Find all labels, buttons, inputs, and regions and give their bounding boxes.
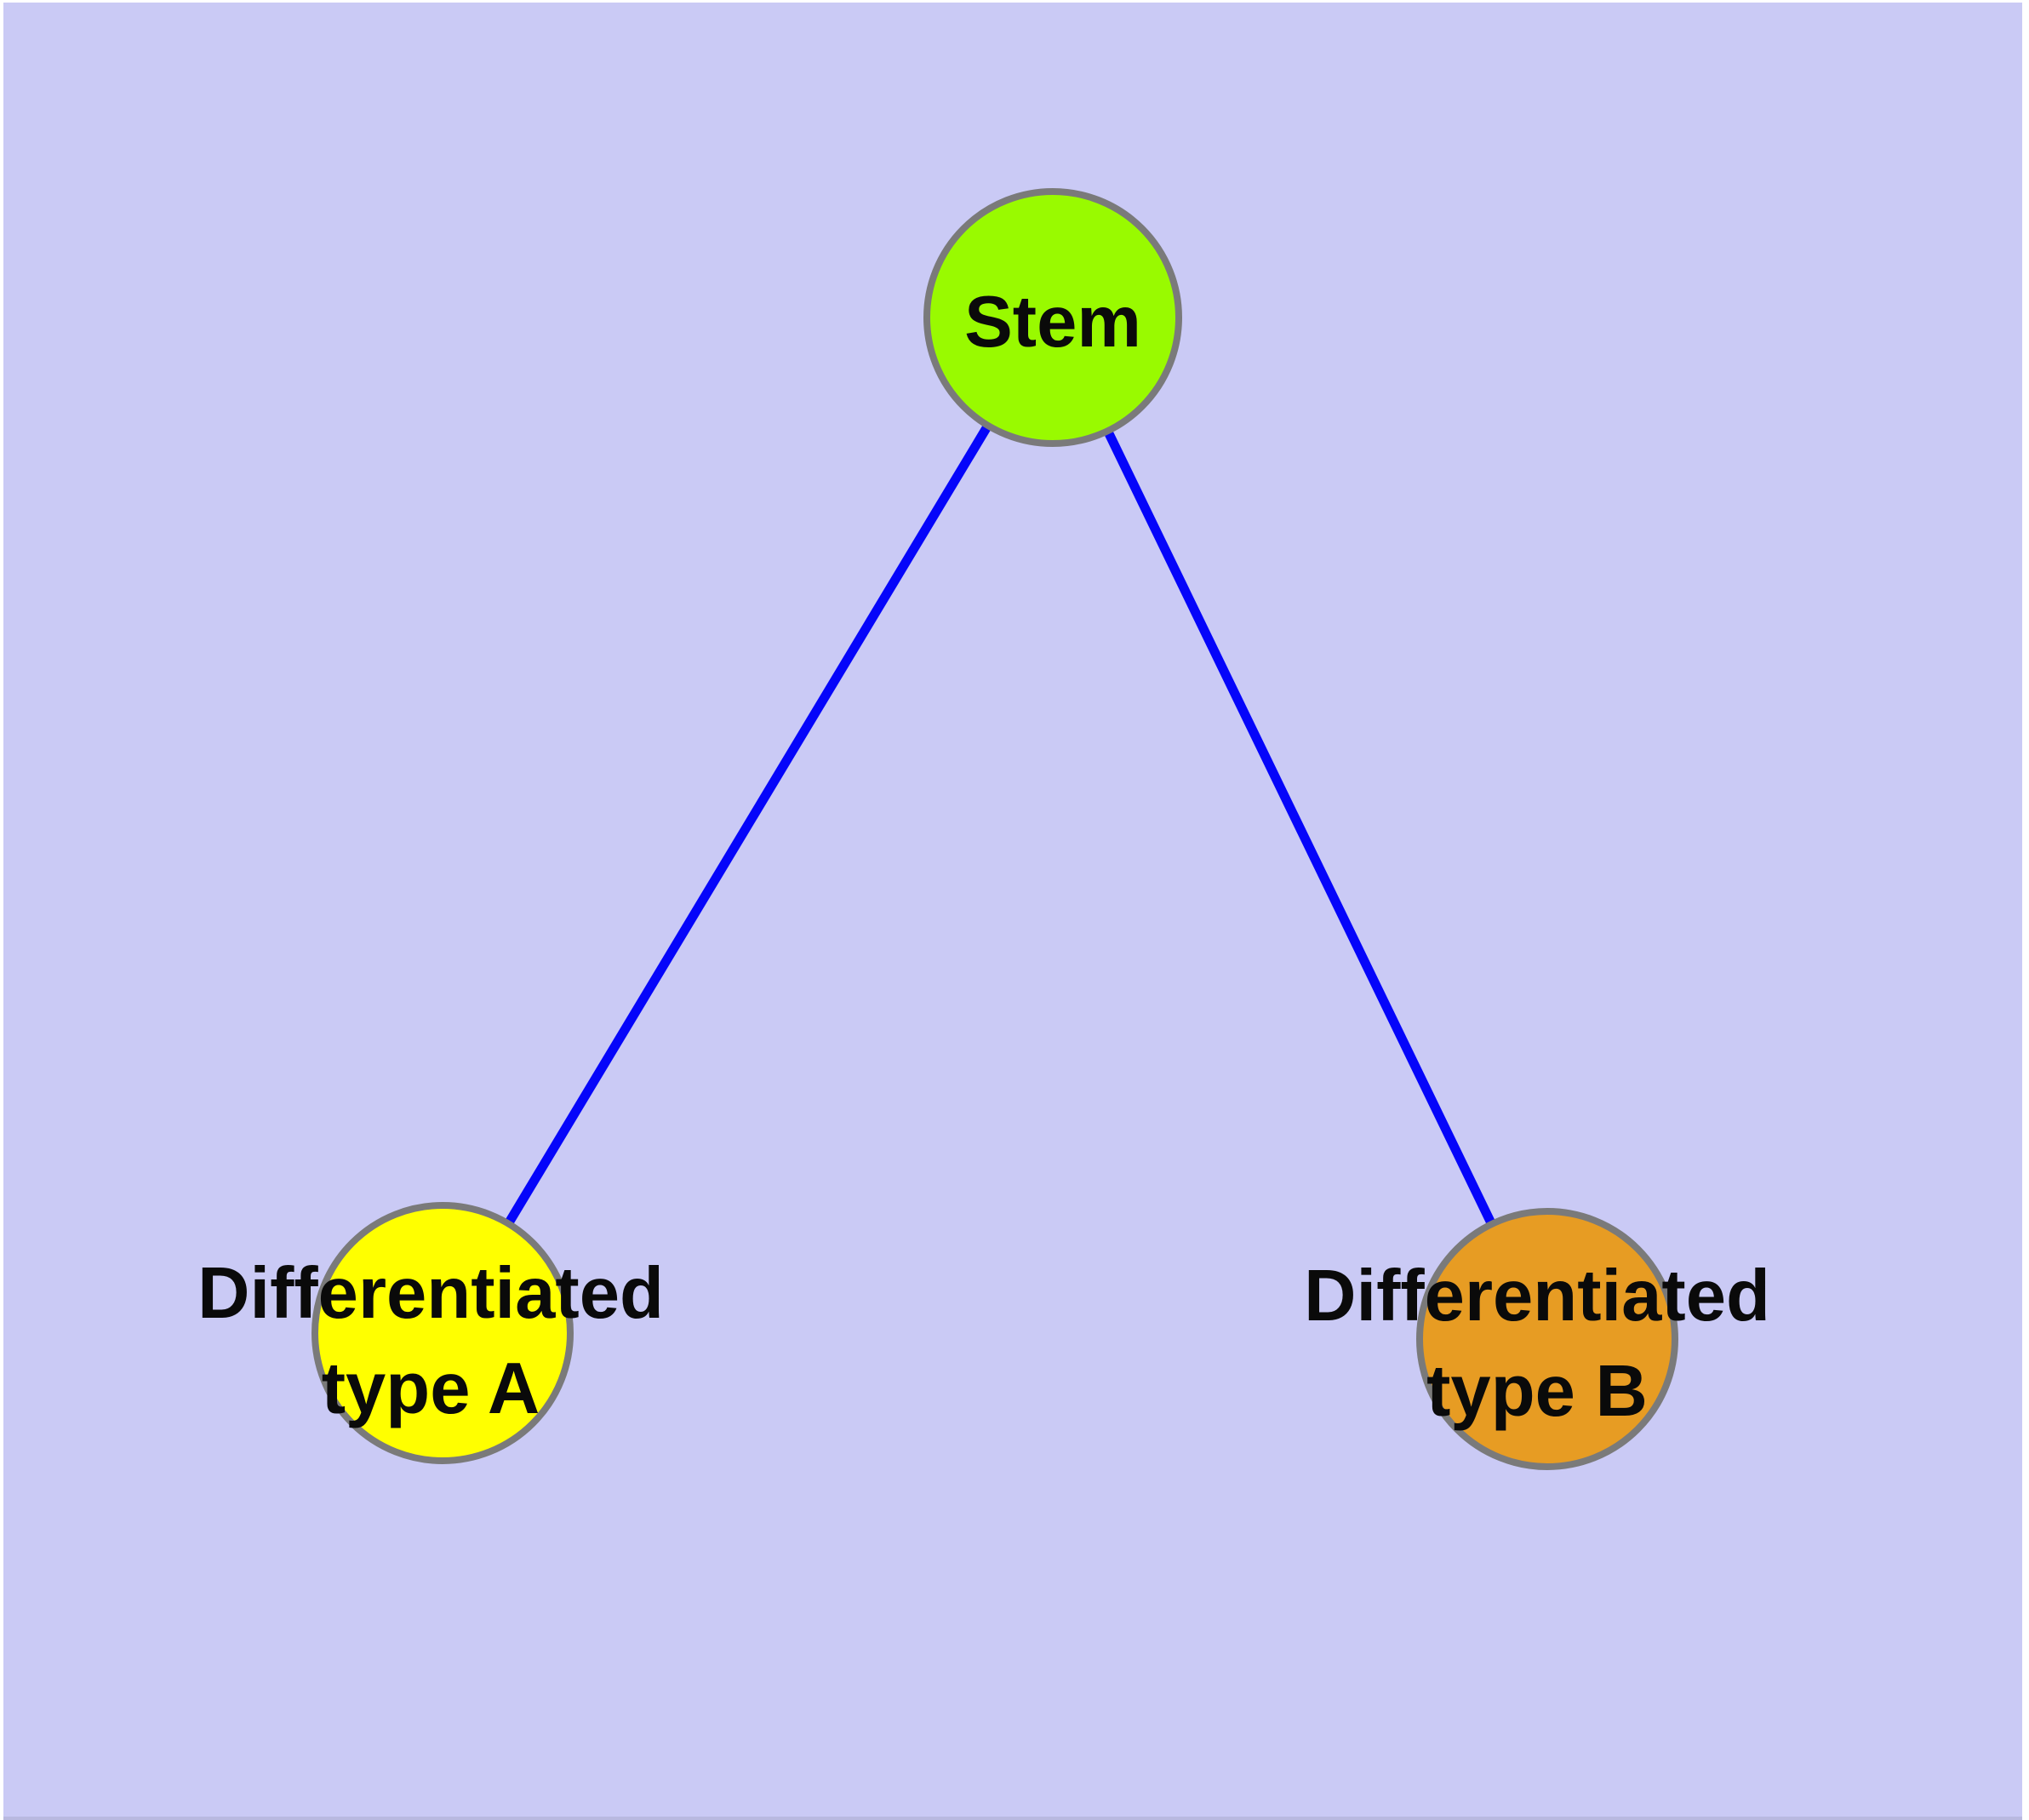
node-label-line: Differentiated xyxy=(1304,1256,1770,1336)
node-differentiated-type-b xyxy=(1416,1208,1678,1470)
node-label-line: Stem xyxy=(964,282,1141,363)
node-label-stem: Stem xyxy=(964,282,1141,363)
canvas-bottom-edge xyxy=(3,1817,2022,1820)
node-label-line: type A xyxy=(322,1348,540,1429)
node-label-line: type B xyxy=(1426,1351,1648,1432)
node-stem xyxy=(923,188,1182,447)
node-label-line: Differentiated xyxy=(197,1253,664,1334)
node-label-differentiated-type-a: Differentiated type A xyxy=(197,1253,664,1429)
node-label-differentiated-type-b: Differentiated type B xyxy=(1304,1256,1770,1432)
node-differentiated-type-a xyxy=(311,1202,574,1464)
edge-stem-to-differentiated-type-b xyxy=(1049,315,1552,1342)
edge-stem-to-differentiated-type-a xyxy=(438,315,1057,1336)
